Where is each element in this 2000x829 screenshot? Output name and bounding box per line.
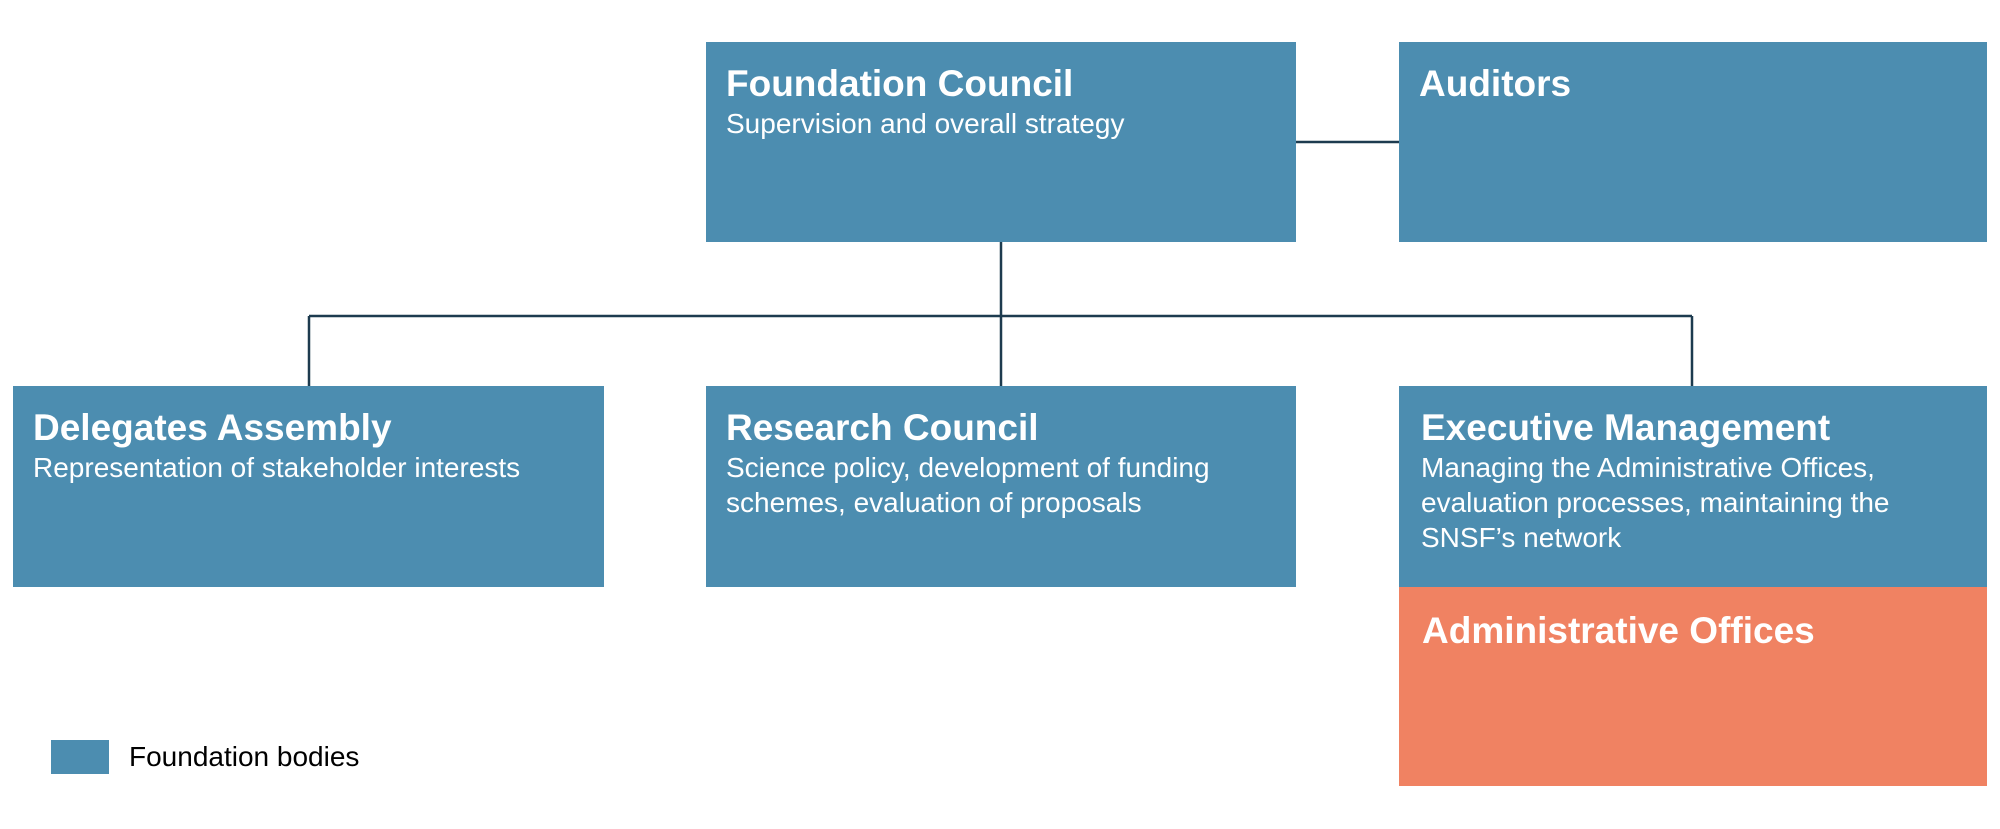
research-council-description-line: schemes, evaluation of proposals <box>726 487 1142 518</box>
legend-label: Foundation bodies <box>129 741 360 772</box>
administrative-offices-box: Administrative Offices <box>1399 587 1987 786</box>
executive-management-description-line: evaluation processes, maintaining the <box>1421 487 1890 518</box>
delegates-assembly-box: Delegates Assembly Representation of sta… <box>13 386 604 587</box>
administrative-offices-title: Administrative Offices <box>1422 610 1815 651</box>
research-council-title: Research Council <box>726 407 1039 448</box>
executive-management-description-line: SNSF’s network <box>1421 522 1622 553</box>
legend: Foundation bodies <box>51 740 359 774</box>
executive-management-box: Executive Management Managing the Admini… <box>1399 386 1987 587</box>
auditors-box: Auditors <box>1399 42 1987 242</box>
legend-swatch-foundation-bodies <box>51 740 109 774</box>
executive-management-description-line: Managing the Administrative Offices, <box>1421 452 1875 483</box>
foundation-council-title: Foundation Council <box>726 63 1074 104</box>
foundation-council-description: Supervision and overall strategy <box>726 108 1125 139</box>
research-council-description-line: Science policy, development of funding <box>726 452 1210 483</box>
research-council-box: Research Council Science policy, develop… <box>706 386 1296 587</box>
auditors-title: Auditors <box>1419 63 1572 104</box>
delegates-assembly-description: Representation of stakeholder interests <box>33 452 521 483</box>
executive-management-title: Executive Management <box>1421 407 1831 448</box>
delegates-assembly-title: Delegates Assembly <box>33 407 392 448</box>
foundation-council-box: Foundation Council Supervision and overa… <box>706 42 1296 242</box>
